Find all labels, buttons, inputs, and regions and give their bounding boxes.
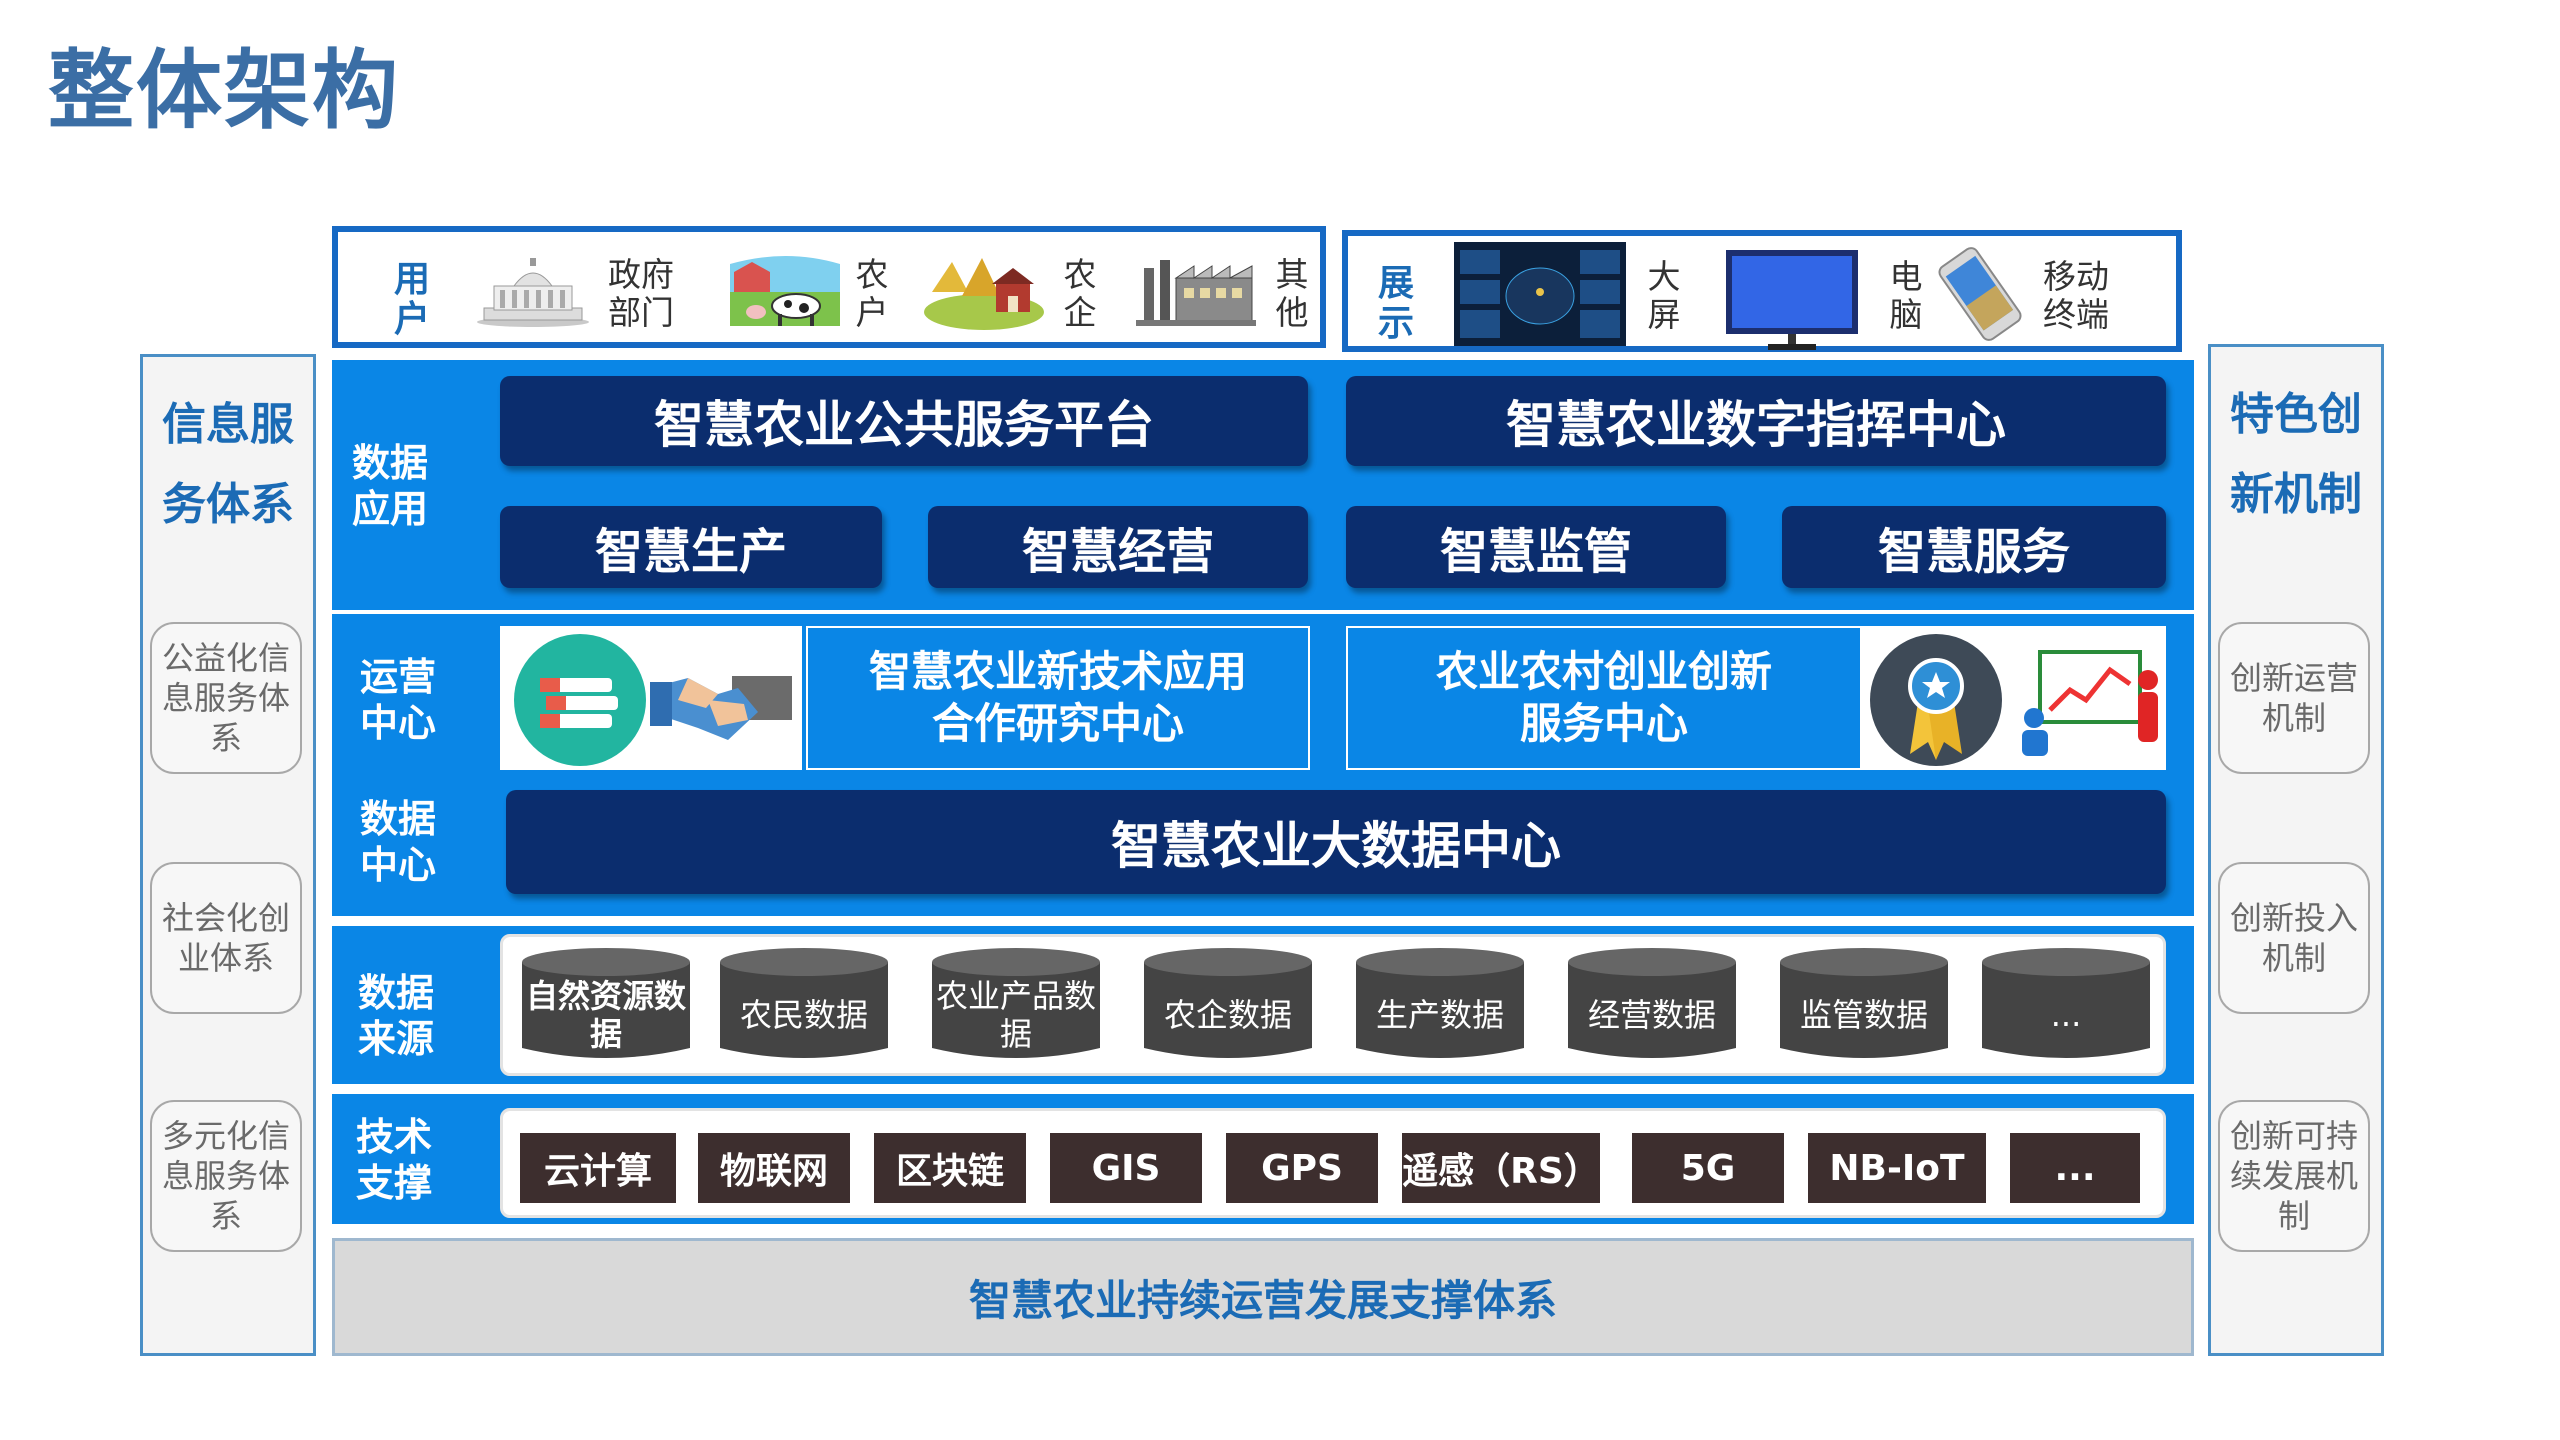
factory-icon: [1136, 260, 1256, 326]
data-source-more[interactable]: ...: [1980, 946, 2152, 1066]
data-source-production[interactable]: 生产数据: [1354, 946, 1526, 1066]
left-panel-heading-line2: 务体系: [162, 479, 294, 530]
tech-cloud-computing[interactable]: 云计算: [520, 1133, 676, 1203]
module-smart-operation[interactable]: 智慧经营: [928, 506, 1308, 588]
users-farmer-label: 农户: [855, 255, 889, 332]
module-smart-service[interactable]: 智慧服务: [1782, 506, 2166, 588]
data-source-natural-resources[interactable]: 自然资源数据: [520, 946, 692, 1066]
handshake-icon: [650, 676, 792, 740]
agri-enterprise-icon: [924, 258, 1044, 330]
display-label: 展示: [1377, 263, 1414, 344]
data-sources-label: 数据来源: [358, 971, 435, 1061]
public-service-platform[interactable]: 智慧农业公共服务平台: [500, 376, 1308, 466]
users-box: 用户 政府部门 农户 农企: [332, 226, 1326, 348]
page-title: 整体架构: [48, 41, 400, 141]
right-item-sustainable-mechanism[interactable]: 创新可持续发展机制: [2218, 1100, 2370, 1252]
right-panel-heading-line1: 特色创: [2230, 389, 2362, 440]
display-bigscreen-label: 大屏: [1647, 257, 1681, 334]
right-item-investment-mechanism[interactable]: 创新投入机制: [2218, 862, 2370, 1014]
display-mobile-label: 移动终端: [2043, 257, 2109, 334]
data-source-operation[interactable]: 经营数据: [1566, 946, 1738, 1066]
tech-gis[interactable]: GIS: [1050, 1133, 1202, 1203]
module-smart-production[interactable]: 智慧生产: [500, 506, 882, 588]
users-other-label: 其他: [1275, 255, 1309, 332]
users-agri-enterprise-label: 农企: [1063, 255, 1097, 332]
innovation-entrepreneurship-center[interactable]: 农业农村创业创新服务中心: [1346, 626, 1862, 770]
module-smart-supervision[interactable]: 智慧监管: [1346, 506, 1726, 588]
tech-iot[interactable]: 物联网: [698, 1133, 850, 1203]
data-source-supervision[interactable]: 监管数据: [1778, 946, 1950, 1066]
data-source-agri-enterprises[interactable]: 农企数据: [1142, 946, 1314, 1066]
operation-right-image: [1862, 626, 2166, 770]
data-application-label: 数据应用: [352, 441, 429, 531]
data-center-label: 数据中心: [360, 797, 437, 887]
users-gov-label: 政府部门: [608, 255, 674, 332]
sustainable-support-system[interactable]: 智慧农业持续运营发展支撑体系: [332, 1238, 2194, 1356]
data-source-farmers[interactable]: 农民数据: [718, 946, 890, 1066]
dashboard-screen-icon: [1454, 242, 1626, 346]
tech-more[interactable]: ...: [2010, 1133, 2140, 1203]
users-label: 用户: [393, 259, 430, 340]
left-item-public-service[interactable]: 公益化信息服务体系: [150, 622, 302, 774]
display-computer-label: 电脑: [1889, 257, 1923, 334]
tech-5g[interactable]: 5G: [1632, 1133, 1784, 1203]
presentation-icon: [2022, 650, 2158, 756]
left-panel-heading-line1: 信息服: [162, 399, 294, 450]
new-tech-cooperation-center[interactable]: 智慧农业新技术应用合作研究中心: [806, 626, 1310, 770]
farm-animals-icon: [730, 256, 840, 326]
tech-nb-iot[interactable]: NB-IoT: [1808, 1133, 1986, 1203]
tech-blockchain[interactable]: 区块链: [874, 1133, 1026, 1203]
operation-center-label: 运营中心: [360, 655, 437, 745]
government-building-icon: [477, 258, 589, 327]
mobile-phone-icon: [1938, 247, 2022, 341]
award-ribbon-icon: [1870, 634, 2002, 766]
books-icon: [514, 634, 646, 766]
tech-gps[interactable]: GPS: [1226, 1133, 1378, 1203]
tech-remote-sensing[interactable]: 遥感（RS）: [1402, 1133, 1600, 1203]
right-panel-heading-line2: 新机制: [2230, 469, 2362, 520]
display-box: 展示 大屏 电脑 移动终端: [1342, 230, 2182, 352]
technology-label: 技术支撑: [356, 1115, 433, 1205]
right-item-operation-mechanism[interactable]: 创新运营机制: [2218, 622, 2370, 774]
monitor-icon: [1726, 250, 1858, 350]
data-source-agri-products[interactable]: 农业产品数据: [930, 946, 1102, 1066]
operation-left-image: [500, 626, 802, 770]
left-item-diversified-service[interactable]: 多元化信息服务体系: [150, 1100, 302, 1252]
big-data-center[interactable]: 智慧农业大数据中心: [506, 790, 2166, 894]
digital-command-center[interactable]: 智慧农业数字指挥中心: [1346, 376, 2166, 466]
left-item-social-entrepreneurship[interactable]: 社会化创业体系: [150, 862, 302, 1014]
